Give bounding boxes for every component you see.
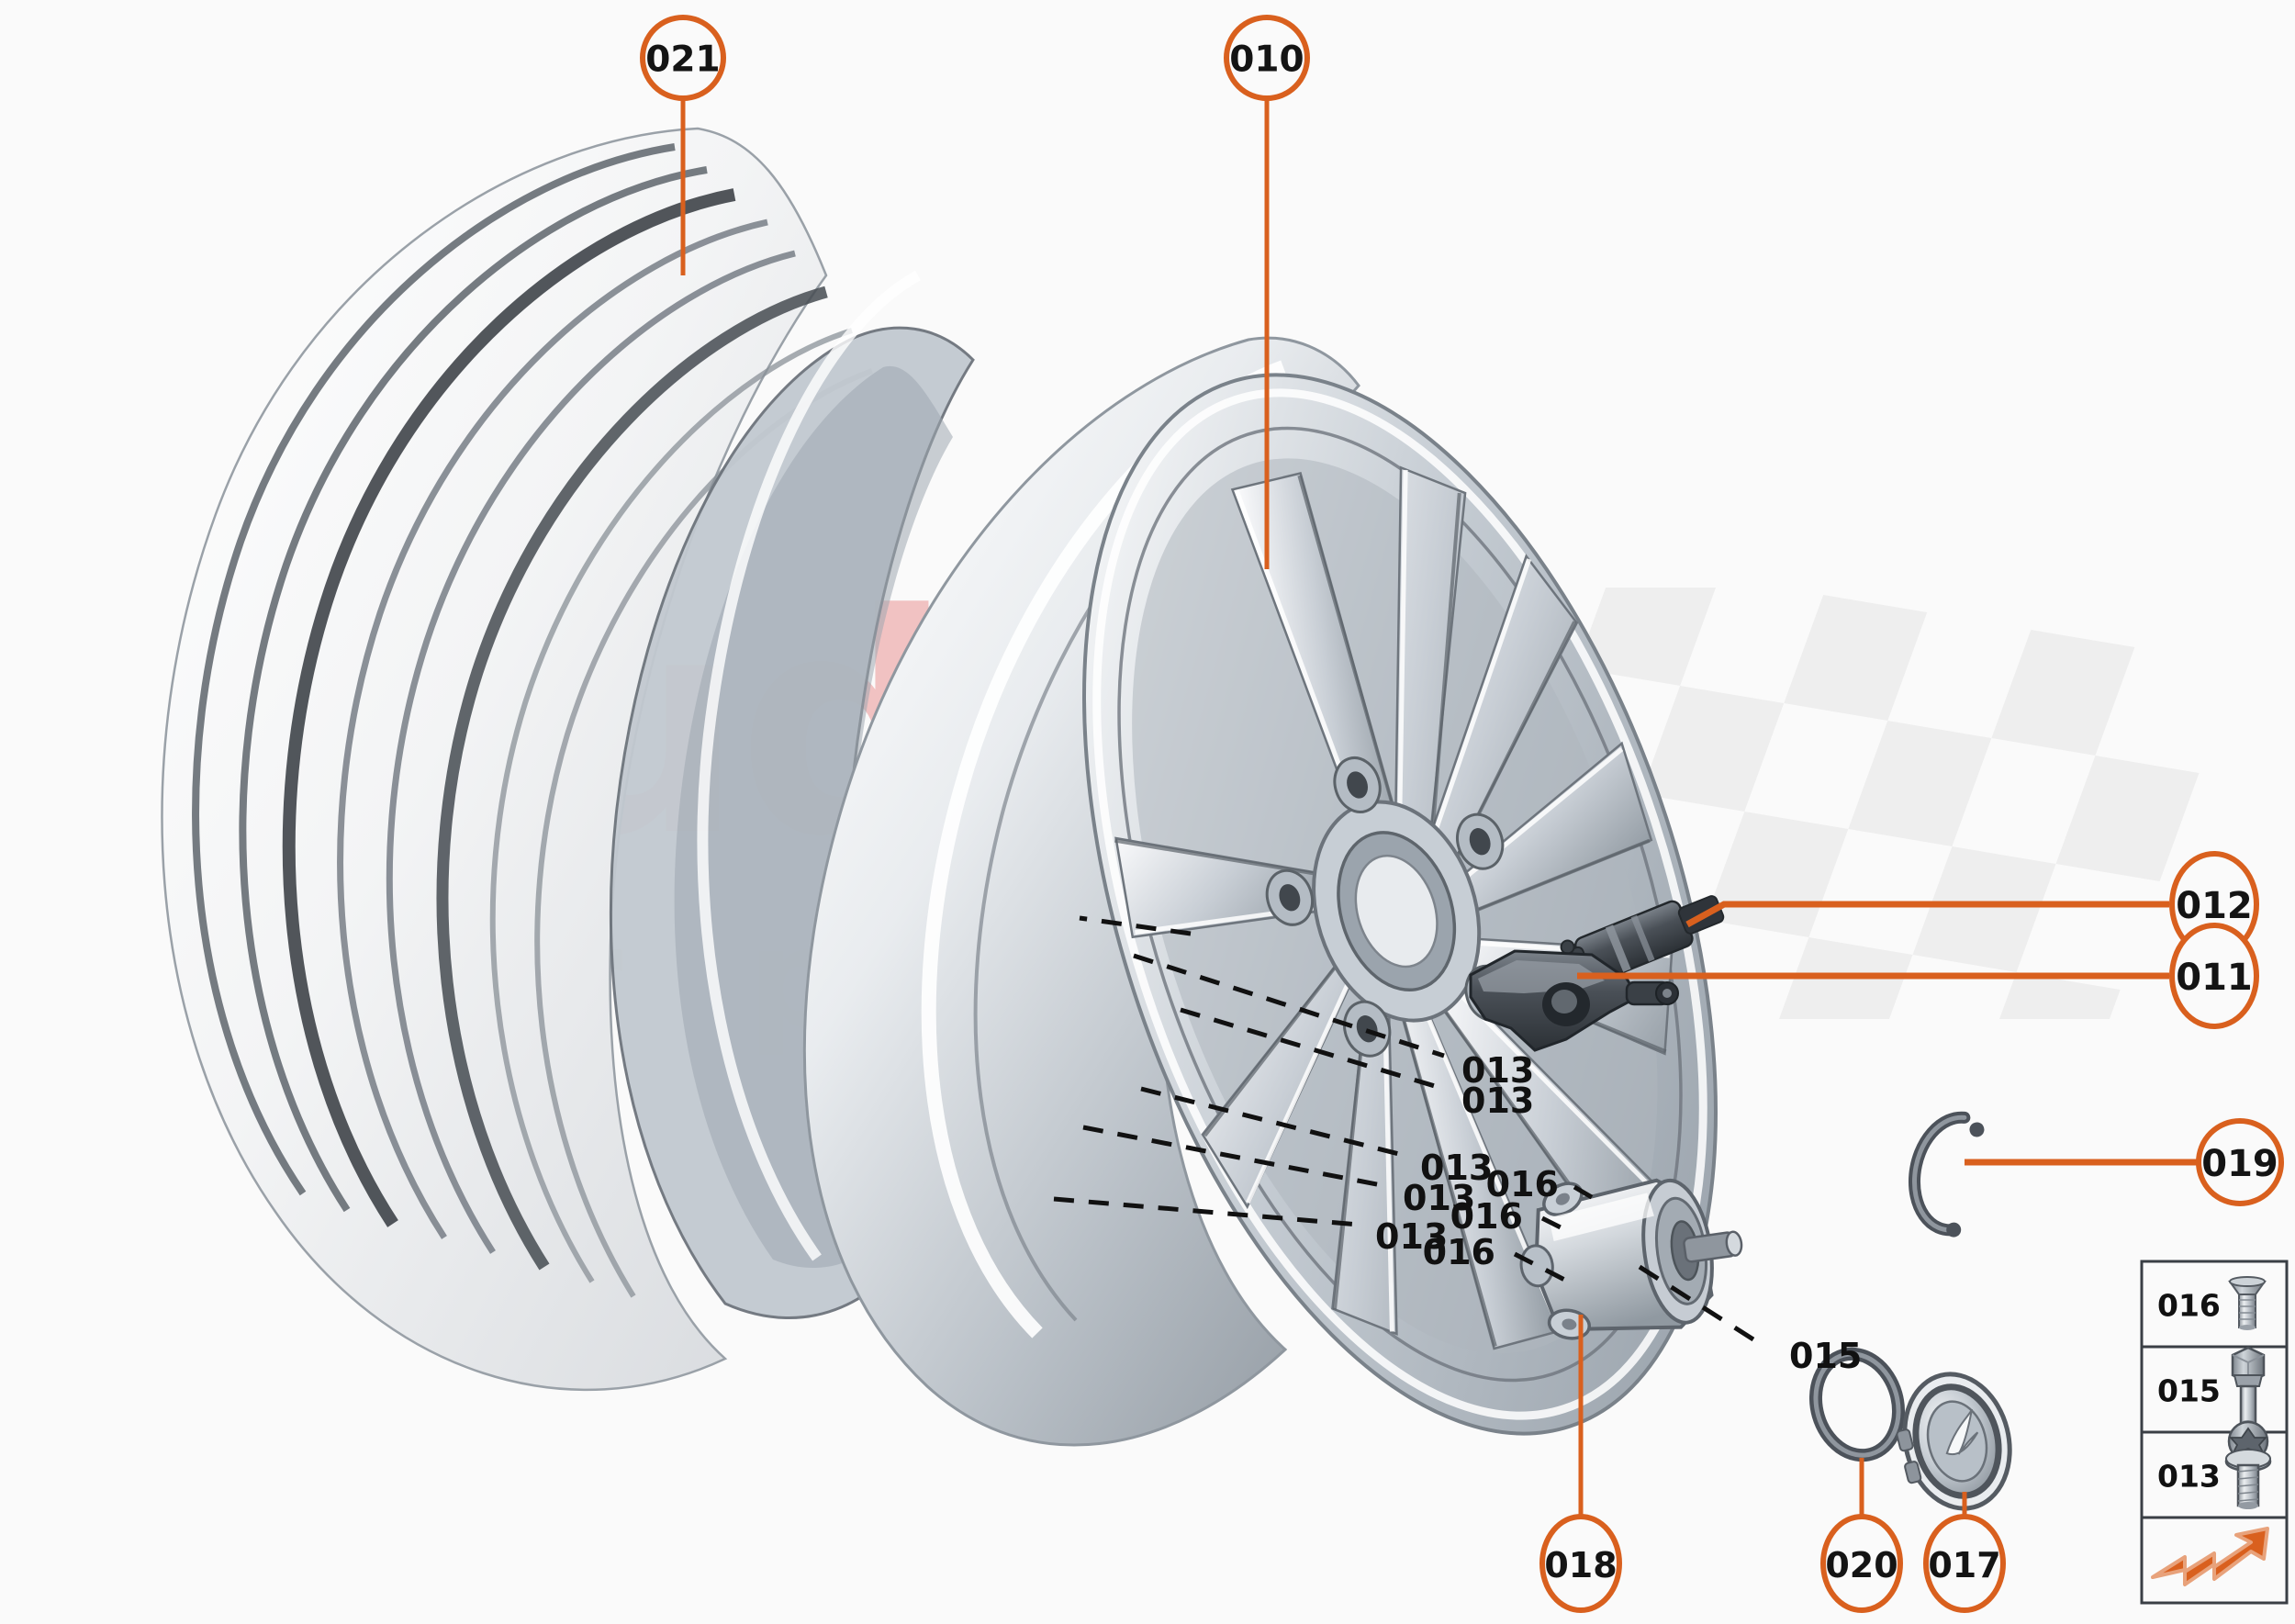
leader-label-015: 015 [1789, 1336, 1862, 1376]
callout-010[interactable]: 010 [1224, 15, 1310, 569]
legend-row-013[interactable]: 013 [2157, 1420, 2272, 1509]
callout-020[interactable]: 020 [1820, 1458, 1903, 1613]
leader-number-labels: 013 013 013 013 013 016 016 016 015 [1375, 1050, 1862, 1376]
motor-screw-dashed-leaders-016 [1513, 1184, 1603, 1288]
callout-020-label: 020 [1825, 1545, 1898, 1585]
o-ring-seal-part-020 [1808, 1347, 1906, 1462]
tyre-part-021 [161, 127, 975, 1392]
leader-label-013-5: 013 [1375, 1216, 1448, 1257]
callout-010-label: 010 [1229, 39, 1304, 81]
leader-label-016-3: 016 [1423, 1232, 1495, 1272]
leader-label-013-2: 013 [1461, 1081, 1534, 1121]
orange-arrow-icon [2151, 1527, 2269, 1586]
callout-017-label: 017 [1928, 1545, 2000, 1585]
callout-011-label: 011 [2176, 957, 2253, 999]
countersunk-screw-icon [2228, 1276, 2267, 1330]
callout-019-label: 019 [2201, 1143, 2278, 1185]
electric-motor-part-018 [1519, 1178, 1743, 1340]
callout-012-label: 012 [2176, 885, 2253, 927]
splined-wheel-bolt-icon [2224, 1420, 2272, 1509]
leader-label-013-3: 013 [1420, 1148, 1493, 1188]
callout-021-label: 021 [645, 39, 720, 81]
callout-018[interactable]: 018 [1539, 1315, 1622, 1613]
leader-label-013-1: 013 [1461, 1050, 1534, 1091]
legend-row-016[interactable]: 016 [2157, 1276, 2267, 1330]
leader-label-016-1: 016 [1486, 1164, 1559, 1204]
leader-label-013-4: 013 [1403, 1178, 1475, 1218]
callout-011[interactable]: 011 [1577, 923, 2259, 1029]
callout-018-label: 018 [1544, 1545, 1617, 1585]
callout-019[interactable]: 019 [1965, 1118, 2284, 1206]
bolt-dashed-leaders-013 [1053, 915, 1445, 1227]
alloy-wheel-part-010 [802, 336, 1718, 1447]
shaft-dashed-leader-015 [1638, 1264, 1768, 1350]
leader-label-016-2: 016 [1450, 1196, 1523, 1237]
legend-row-arrow[interactable] [2151, 1527, 2269, 1586]
legend-number-013: 013 [2157, 1459, 2221, 1495]
legend-number-016: 016 [2157, 1288, 2221, 1324]
centre-hub-cap-part-017 [1896, 1372, 2012, 1511]
callout-021[interactable]: 021 [640, 15, 726, 275]
legend-number-015: 015 [2157, 1373, 2221, 1409]
retaining-circlip-part-019 [1909, 1111, 1985, 1238]
callout-017[interactable]: 017 [1923, 1492, 2006, 1613]
